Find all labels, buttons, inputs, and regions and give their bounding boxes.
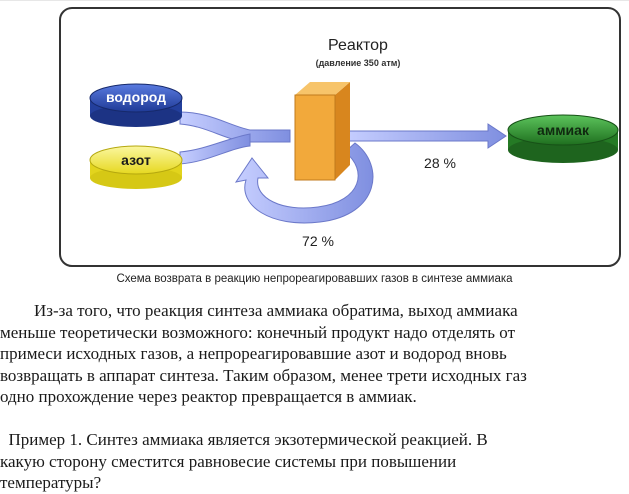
diagram-border: [59, 7, 621, 267]
example-line: какую сторону сместится равновесие систе…: [0, 451, 457, 471]
reactor-title: Реактор: [328, 37, 388, 54]
reactor-block-side: [335, 82, 350, 180]
example-line: температуры?: [0, 473, 102, 492]
reactor-block-top: [295, 82, 350, 95]
example-paragraph: Пример 1. Синтез аммиака является экзоте…: [0, 429, 629, 494]
example-line: Пример 1. Синтез аммиака является экзоте…: [0, 430, 488, 449]
reactor-block: [294, 94, 336, 181]
ammonia-flow-arrow: [344, 123, 507, 149]
ammonia-cylinder: [507, 114, 619, 163]
nitrogen-flow-arrow: [179, 133, 251, 165]
diagram-area: Реактор (давление 350 атм) водород азот …: [0, 0, 629, 267]
hydrogen-cylinder: [89, 83, 183, 127]
ammonia-label: аммиак: [537, 122, 590, 138]
recycle-loop-arrow: [234, 142, 374, 224]
yield-percent-label: 28 %: [424, 155, 456, 171]
body-line: Из-за того, что реакция синтеза аммиака …: [0, 301, 518, 320]
body-line: примеси исходных газов, а непрореагирова…: [0, 344, 507, 363]
nitrogen-cylinder: [89, 145, 183, 189]
hydrogen-flow-arrow: [179, 111, 291, 143]
body-line: одно прохождение через реактор превращае…: [0, 387, 417, 406]
diagram-caption: Схема возврата в реакцию непрореагировав…: [116, 273, 513, 285]
body-line: меньше теоретически возможного: конечный…: [0, 322, 516, 342]
ammonia-synthesis-diagram: Реактор (давление 350 атм) водород азот …: [0, 0, 629, 267]
reactor-pressure-label: (давление 350 атм): [316, 58, 401, 68]
hydrogen-label: водород: [106, 89, 166, 105]
body-line: возвращать в аппарат синтеза. Таким обра…: [0, 365, 527, 385]
body-paragraph: Из-за того, что реакция синтеза аммиака …: [0, 300, 629, 408]
recycle-percent-label: 72 %: [302, 233, 334, 249]
nitrogen-label: азот: [121, 152, 151, 168]
